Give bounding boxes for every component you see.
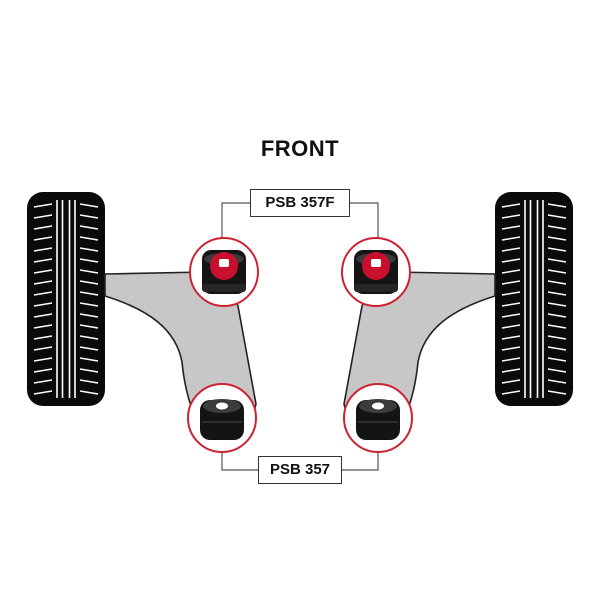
tread-sipe xyxy=(547,214,567,219)
tread-sipe xyxy=(33,324,53,329)
tread-sipe xyxy=(501,357,521,362)
tread-sipe xyxy=(79,313,99,318)
tread-sipe xyxy=(79,357,99,362)
tread-sipe xyxy=(79,346,99,351)
tread-sipe xyxy=(33,346,53,351)
tread-sipe xyxy=(547,346,567,351)
tread-sipe xyxy=(501,258,521,263)
tread-sipe xyxy=(501,302,521,307)
tread-sipe xyxy=(79,379,99,384)
tread-sipe xyxy=(501,247,521,252)
tread-sipe xyxy=(501,313,521,318)
rear-bush-part-label: PSB 357 xyxy=(258,456,342,484)
tread-sipe xyxy=(547,225,567,230)
tread-sipe xyxy=(501,236,521,241)
tread-sipe xyxy=(501,346,521,351)
tread-sipe xyxy=(501,225,521,230)
bush-bore xyxy=(216,402,228,410)
tread-sipe xyxy=(547,280,567,285)
tyre-body xyxy=(495,192,573,406)
tread-sipe xyxy=(547,291,567,296)
tread-sipe xyxy=(79,291,99,296)
tread-sipe xyxy=(33,269,53,274)
rear-bush-left xyxy=(187,383,257,453)
tread-sipe xyxy=(547,313,567,318)
tread-sipe xyxy=(547,368,567,373)
leader-line xyxy=(221,202,250,244)
tread-sipe xyxy=(79,280,99,285)
tread-sipe xyxy=(33,368,53,373)
tread-sipe xyxy=(501,379,521,384)
tread-sipe xyxy=(547,335,567,340)
tread-sipe xyxy=(79,368,99,373)
tread-sipe xyxy=(547,324,567,329)
tread-sipe xyxy=(79,214,99,219)
tread-sipe xyxy=(33,291,53,296)
bush-bore xyxy=(371,259,381,267)
tread-sipe xyxy=(547,302,567,307)
front-bush-part-label: PSB 357F xyxy=(250,189,350,217)
tread-sipe xyxy=(33,390,53,395)
leader-line xyxy=(350,202,379,244)
tread-sipe xyxy=(33,258,53,263)
tread-sipe xyxy=(501,291,521,296)
tread-sipe xyxy=(547,236,567,241)
bush-flange xyxy=(202,284,246,292)
tread-sipe xyxy=(79,324,99,329)
tread-sipe xyxy=(547,203,567,208)
tread-sipe xyxy=(33,247,53,252)
tread-sipe xyxy=(79,302,99,307)
tread-sipe xyxy=(79,390,99,395)
tread-sipe xyxy=(33,335,53,340)
tread-sipe xyxy=(33,225,53,230)
tread-sipe xyxy=(79,236,99,241)
tread-sipe xyxy=(547,269,567,274)
tread-sipe xyxy=(33,357,53,362)
tread-sipe xyxy=(33,313,53,318)
bush-flange xyxy=(354,284,398,292)
front-bush-left xyxy=(189,237,259,307)
tread-sipe xyxy=(501,214,521,219)
tread-sipe xyxy=(33,379,53,384)
diagram-title: FRONT xyxy=(260,136,340,161)
tread-sipe xyxy=(33,236,53,241)
bush-bore xyxy=(219,259,229,267)
tread-sipe xyxy=(547,357,567,362)
tread-sipe xyxy=(79,258,99,263)
tread-sipe xyxy=(547,247,567,252)
bush-bore xyxy=(372,402,384,410)
tread-sipe xyxy=(501,390,521,395)
tread-sipe xyxy=(501,324,521,329)
tread-sipe xyxy=(501,280,521,285)
tread-sipe xyxy=(33,280,53,285)
tread-sipe xyxy=(547,379,567,384)
tread-sipe xyxy=(501,203,521,208)
tread-sipe xyxy=(547,258,567,263)
tread-sipe xyxy=(79,203,99,208)
left-tyre xyxy=(27,192,105,406)
tread-sipe xyxy=(33,214,53,219)
tread-sipe xyxy=(501,368,521,373)
front-bush-right xyxy=(341,237,411,307)
tread-sipe xyxy=(33,203,53,208)
tread-sipe xyxy=(501,335,521,340)
tyre-body xyxy=(27,192,105,406)
tread-sipe xyxy=(547,390,567,395)
right-tyre xyxy=(495,192,573,406)
tread-sipe xyxy=(79,225,99,230)
tread-sipe xyxy=(33,302,53,307)
tread-sipe xyxy=(79,335,99,340)
tread-sipe xyxy=(79,269,99,274)
tread-sipe xyxy=(501,269,521,274)
tread-sipe xyxy=(79,247,99,252)
rear-bush-right xyxy=(343,383,413,453)
